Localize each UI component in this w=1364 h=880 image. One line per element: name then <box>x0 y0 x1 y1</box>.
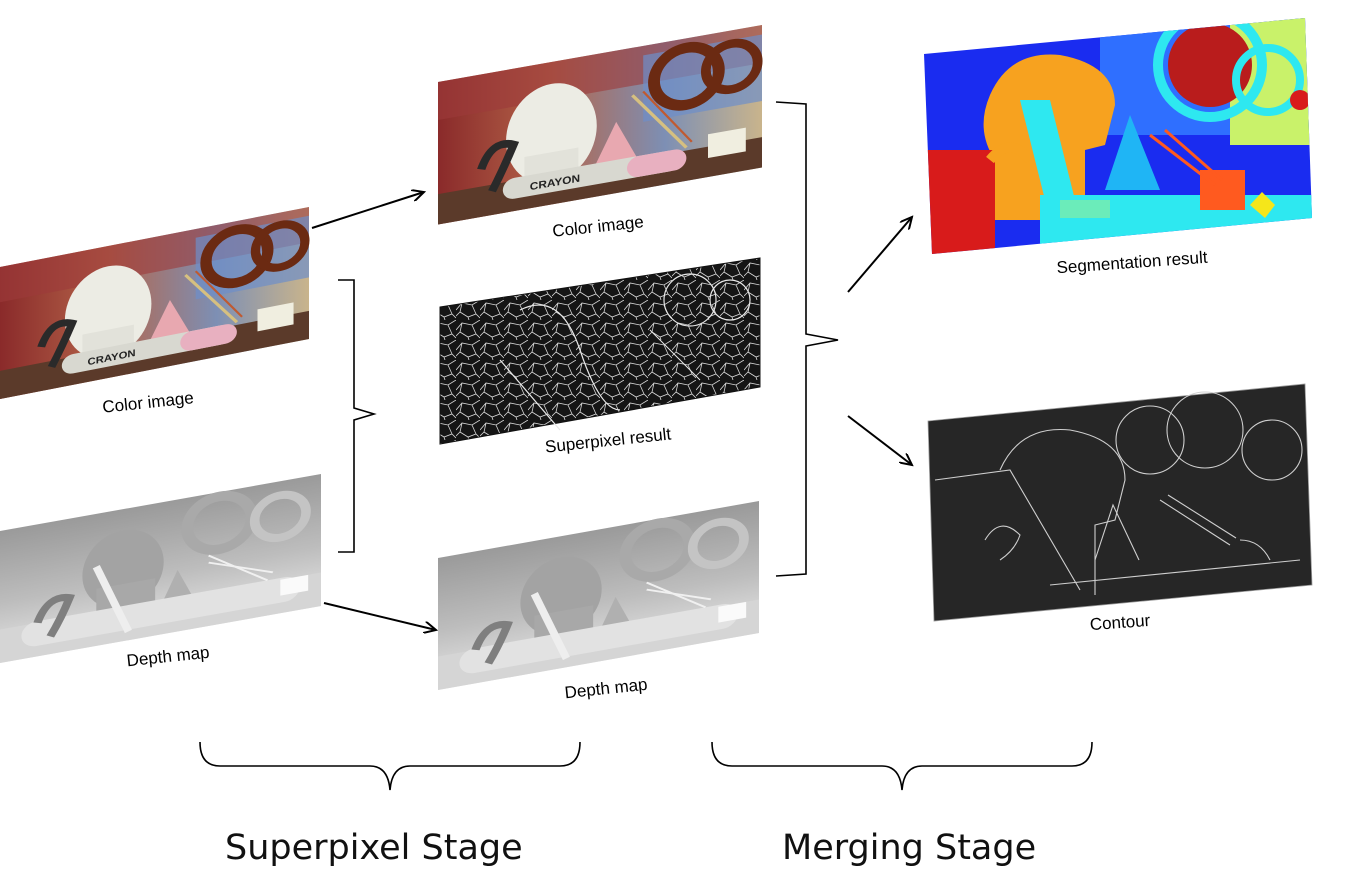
mid-color-image <box>438 25 762 225</box>
segmentation-caption: Segmentation result <box>1056 248 1208 278</box>
input-color-image <box>0 207 309 399</box>
input-depth-caption: Depth map <box>126 643 211 671</box>
superpixel-stage-label: Superpixel Stage <box>225 828 523 868</box>
input-color-caption: Color image <box>101 388 194 416</box>
input-depth-map <box>0 474 321 663</box>
contour-caption: Contour <box>1089 611 1151 634</box>
mid-depth-map <box>438 501 759 690</box>
input-brace <box>338 279 377 553</box>
merging-stage-brace <box>711 741 1093 791</box>
arrow-depth-to-mid <box>323 602 436 630</box>
superpixel-stage-brace <box>199 741 581 791</box>
merging-stage-label: Merging Stage <box>782 828 1037 868</box>
contour-image <box>927 383 1313 622</box>
superpixel-caption: Superpixel result <box>544 424 672 456</box>
mid-color-caption: Color image <box>551 212 644 240</box>
mid-depth-caption: Depth map <box>564 675 649 703</box>
mid-brace <box>775 101 839 577</box>
arrow-to-contour <box>847 415 912 465</box>
segmentation-image <box>924 18 1312 254</box>
superpixel-image <box>439 257 761 445</box>
arrow-to-segmentation <box>847 217 912 293</box>
arrow-color-to-mid <box>311 192 424 229</box>
